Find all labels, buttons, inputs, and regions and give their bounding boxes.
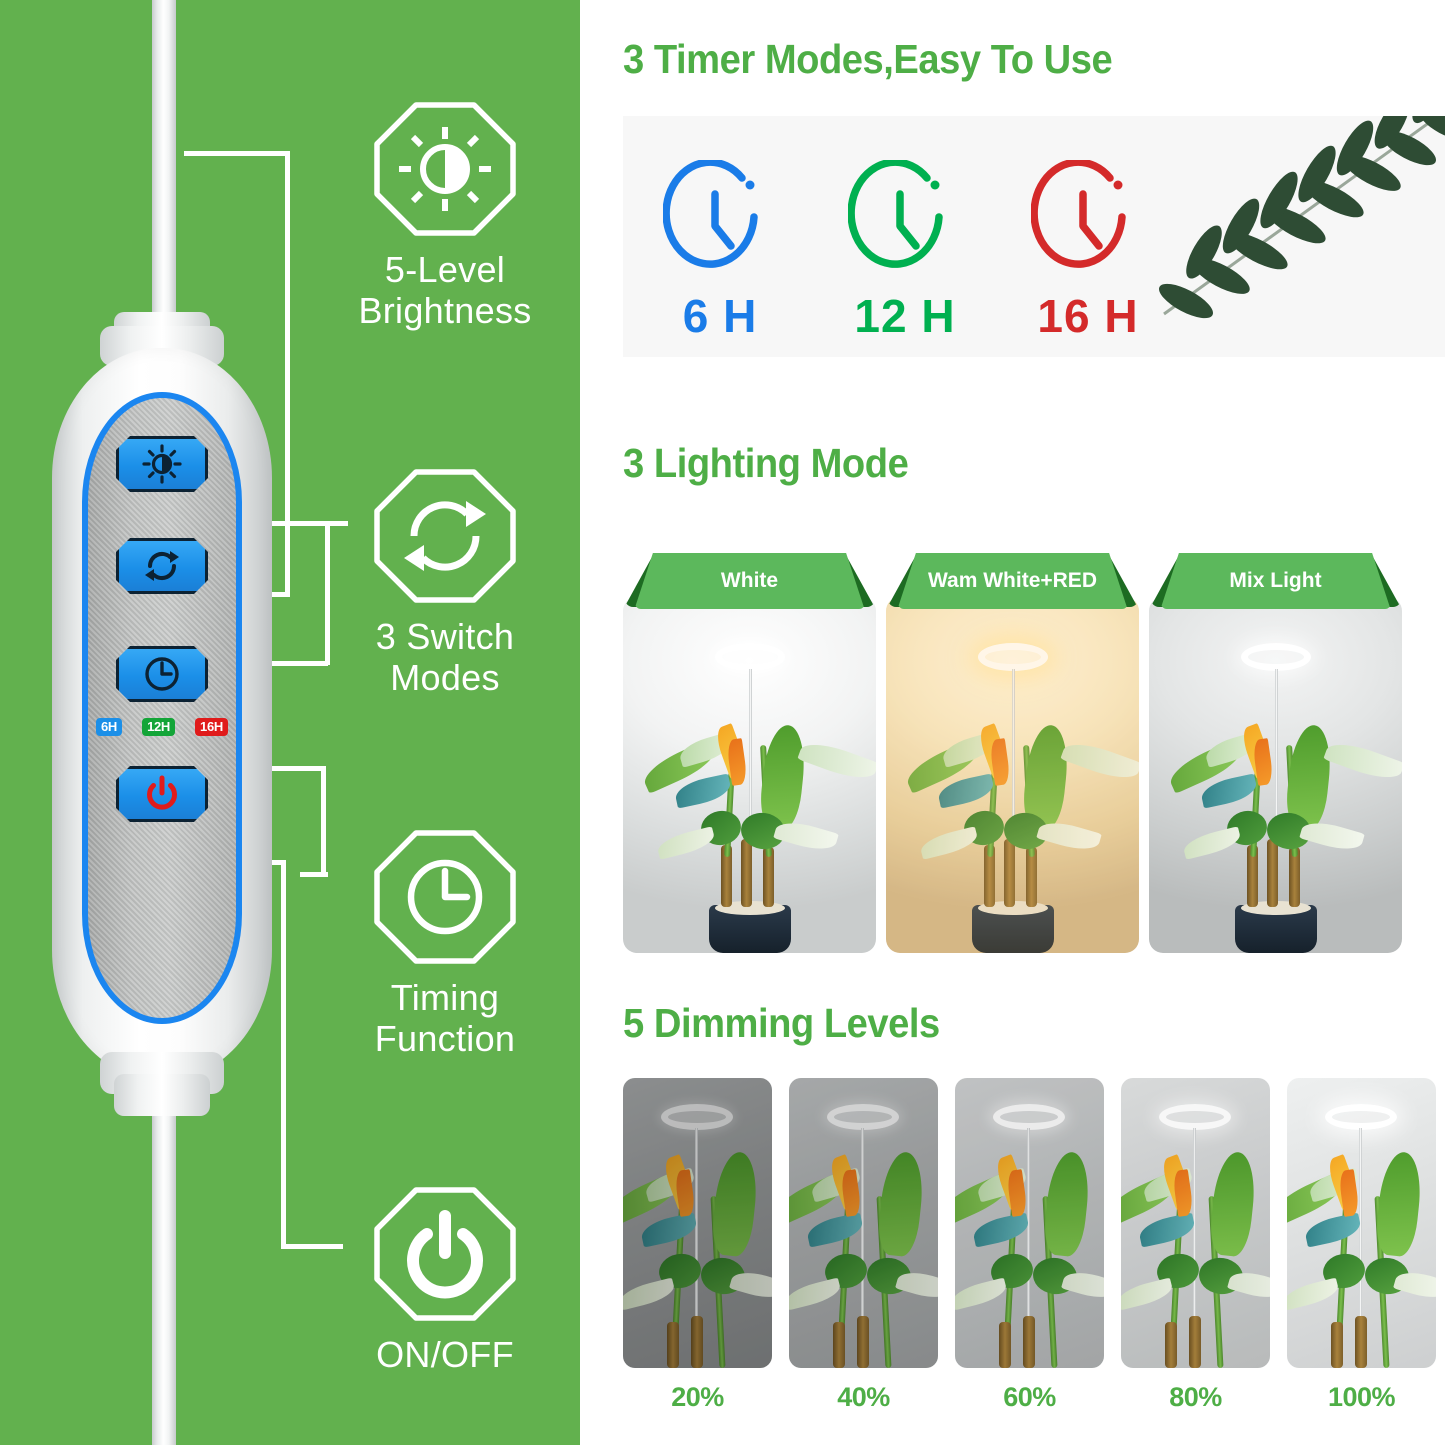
timer-section-title: 3 Timer Modes,Easy To Use (623, 36, 1113, 82)
feature-brightness-line2: Brightness (358, 289, 532, 331)
feature-onoff: ON/OFF (330, 1185, 560, 1376)
dimming-level-60-label: 60% (1003, 1382, 1056, 1412)
refresh-cycle-icon (142, 546, 182, 586)
feature-timing-line2: Function (374, 1017, 516, 1059)
dimming-level-60: 60% (955, 1078, 1104, 1413)
lighting-mode-warm-banner: Wam White+RED (897, 553, 1128, 609)
dimming-section-title: 5 Dimming Levels (623, 1000, 940, 1046)
right-content-panel: 3 Timer Modes,Easy To Use 6 H 12 H (580, 0, 1445, 1445)
timer-mode-16h-label: 16 H (1037, 290, 1139, 342)
feature-onoff-label: ON/OFF (330, 1334, 560, 1376)
connector-line-switch-vert (325, 521, 330, 665)
feature-switch-line2: Modes (390, 656, 500, 698)
timer-badge-12h: 12H (142, 718, 176, 736)
timer-badge-6h: 6H (96, 718, 123, 736)
dimming-level-20-photo (623, 1078, 772, 1368)
connector-line-timing-stub (300, 872, 328, 877)
lighting-mode-warm-label: Wam White+RED (928, 569, 1097, 592)
lighting-mode-white: White (623, 553, 876, 953)
feature-switch-modes-label: 3 Switch Modes (330, 616, 560, 698)
feature-switch-line1: 3 Switch (375, 616, 515, 657)
dimming-level-40-photo (789, 1078, 938, 1368)
lighting-mode-white-photo (623, 597, 876, 953)
lighting-mode-white-banner: White (634, 553, 865, 609)
power-icon (142, 774, 182, 814)
controller-touch-panel: 6H 12H 16H (88, 398, 236, 1018)
dimming-level-80-photo (1121, 1078, 1270, 1368)
clock-icon (1029, 158, 1126, 268)
dimming-level-40: 40% (789, 1078, 938, 1413)
lighting-mode-mix-banner: Mix Light (1160, 553, 1391, 609)
connector-line-brightness (184, 151, 290, 156)
timer-badge-16h: 16H (195, 718, 228, 736)
lighting-section-title: 3 Lighting Mode (623, 440, 909, 486)
power-cable-lower (152, 1110, 176, 1445)
feature-switch-modes: 3 Switch Modes (330, 467, 560, 698)
connector-line-onoff-vert (281, 860, 286, 1248)
lighting-mode-mix-light: Mix Light (1149, 553, 1402, 953)
timer-badge-row: 6H 12H 16H (96, 718, 228, 736)
left-feature-panel: 6H 12H 16H (0, 0, 580, 1445)
feature-brightness-label: 5-Level Brightness (330, 249, 560, 331)
timer-button[interactable] (116, 646, 208, 702)
controller-collar-bottom-b (114, 1074, 210, 1116)
clock-icon (142, 654, 182, 694)
timer-mode-6h-label: 6 H (682, 290, 758, 342)
lighting-mode-white-label: White (720, 569, 779, 592)
feature-timing: Timing Function (330, 828, 560, 1059)
controller-device: 6H 12H 16H (52, 312, 272, 1116)
feature-timing-line1: Timing (390, 977, 500, 1018)
octagon-brightness (372, 100, 518, 238)
lighting-mode-warm-white-red: Wam White+RED (886, 553, 1139, 953)
dimming-level-80-label: 80% (1169, 1382, 1222, 1412)
dimming-level-20-label: 20% (671, 1382, 724, 1412)
lighting-mode-mix-photo (1149, 597, 1402, 953)
timer-mode-12h-label: 12 H (854, 290, 956, 342)
clock-icon (661, 158, 758, 268)
dimming-level-60-photo (955, 1078, 1104, 1368)
timer-mode-16h: 16 H (1013, 158, 1163, 343)
octagon-timing (372, 828, 518, 966)
feature-brightness-line1: 5-Level (384, 249, 506, 290)
power-cable-upper (152, 0, 176, 326)
switch-mode-button[interactable] (116, 538, 208, 594)
connector-line-onoff-stub (281, 1244, 343, 1249)
lighting-mode-warm-photo (886, 597, 1139, 953)
brightness-button[interactable] (116, 436, 208, 492)
octagon-onoff (372, 1185, 518, 1323)
dimming-level-100-label: 100% (1327, 1382, 1396, 1412)
timer-modes-card: 6 H 12 H 16 H (623, 116, 1445, 357)
dimming-level-40-label: 40% (837, 1382, 890, 1412)
clock-icon (846, 158, 943, 268)
connector-line-switch-stub (226, 661, 328, 666)
feature-timing-label: Timing Function (330, 977, 560, 1059)
feature-brightness: 5-Level Brightness (330, 100, 560, 331)
dimming-level-80: 80% (1121, 1078, 1270, 1413)
dimming-level-20: 20% (623, 1078, 772, 1413)
dimming-level-100-photo (1287, 1078, 1436, 1368)
timer-mode-6h: 6 H (645, 158, 795, 343)
lighting-mode-mix-label: Mix Light (1229, 569, 1322, 592)
fern-branch-decoration (1146, 116, 1445, 346)
dimming-level-100: 100% (1287, 1078, 1436, 1413)
connector-line-brightness-vert (285, 151, 290, 597)
connector-line-timing-vert (321, 766, 326, 876)
power-button[interactable] (116, 766, 208, 822)
connector-line-switch (202, 521, 348, 526)
octagon-switch-modes (372, 467, 518, 605)
brightness-sun-icon (142, 444, 182, 484)
timer-mode-12h: 12 H (830, 158, 980, 343)
feature-onoff-line1: ON/OFF (376, 1334, 514, 1375)
